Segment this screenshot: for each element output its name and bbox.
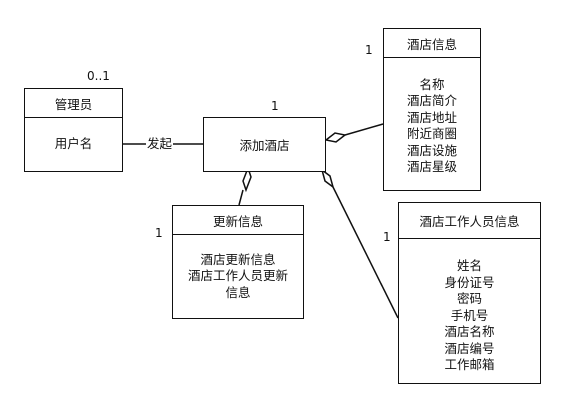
attribute: 用户名: [54, 136, 93, 152]
class-admin-attributes: 用户名: [25, 118, 122, 171]
class-admin: 管理员 用户名: [24, 88, 123, 172]
attribute: 酒店更新信息: [200, 251, 276, 267]
class-staff-info-attributes: 姓名 身份证号 密码 手机号 酒店名称 酒店编号 工作邮箱: [399, 239, 540, 383]
attribute: 酒店工作人员更新: [187, 268, 288, 284]
attribute: 手机号: [450, 307, 489, 323]
multiplicity-staff-info: 1: [383, 230, 391, 244]
attribute: 名称: [419, 76, 445, 92]
class-update-info-title: 更新信息: [173, 206, 303, 235]
attribute: 酒店编号: [444, 340, 495, 356]
attribute: 酒店简介: [406, 93, 457, 108]
link-add-update: [238, 189, 244, 206]
attribute: 工作邮箱: [444, 357, 495, 373]
class-staff-info-title: 酒店工作人员信息: [399, 203, 540, 239]
class-hotel-info: 酒店信息 名称 酒店简介 酒店地址 附近商圈 酒店设施 酒店星级: [383, 28, 481, 191]
attribute: 信息: [225, 284, 251, 300]
attribute: 身份证号: [444, 274, 495, 290]
attribute: 酒店地址: [406, 109, 457, 125]
class-update-info-attributes: 酒店更新信息 酒店工作人员更新 信息: [173, 235, 303, 318]
multiplicity-hotel-info: 1: [365, 43, 373, 57]
attribute: 附近商圈: [406, 126, 457, 141]
aggregation-diamond-update: [242, 165, 252, 193]
attribute: 密码: [456, 291, 482, 307]
multiplicity-admin: 0..1: [87, 69, 110, 83]
link-add-hotel-info: [344, 123, 384, 136]
class-hotel-info-attributes: 名称 酒店简介 酒店地址 附近商圈 酒店设施 酒店星级: [384, 58, 480, 190]
class-update-info: 更新信息 酒店更新信息 酒店工作人员更新 信息: [172, 205, 304, 319]
class-staff-info: 酒店工作人员信息 姓名 身份证号 密码 手机号 酒店名称 酒店编号 工作邮箱: [398, 202, 541, 384]
attribute: 酒店名称: [444, 324, 495, 340]
aggregation-diamond-staff: [320, 168, 335, 189]
class-admin-title: 管理员: [25, 89, 122, 118]
class-hotel-info-title: 酒店信息: [384, 29, 480, 58]
attribute: 酒店星级: [406, 159, 457, 174]
attribute: 酒店设施: [406, 142, 457, 158]
association-label-initiate: 发起: [146, 136, 174, 151]
multiplicity-add-hotel: 1: [271, 99, 279, 113]
class-add-hotel: 添加酒店: [203, 117, 326, 172]
link-add-staff: [332, 186, 399, 319]
attribute: 姓名: [456, 258, 482, 274]
multiplicity-update-info: 1: [155, 226, 163, 240]
aggregation-diamond-hotel-info: [324, 132, 347, 143]
